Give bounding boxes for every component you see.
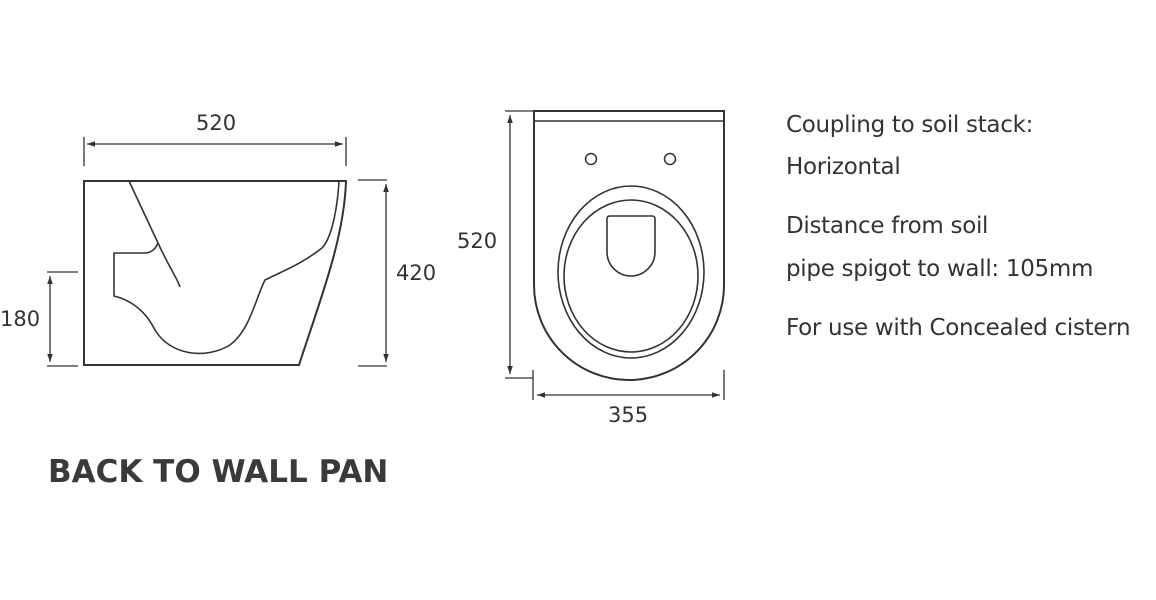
top-width-label: 355 <box>608 403 649 427</box>
product-title: BACK TO WALL PAN <box>48 454 389 490</box>
spec-distance: Distance from soil <box>786 213 989 239</box>
top-view <box>505 110 725 400</box>
side-view <box>47 137 389 367</box>
spec-coupling-value: Horizontal <box>786 154 901 180</box>
side-width-label: 520 <box>196 111 237 135</box>
spec-distance-value: pipe spigot to wall: 105mm <box>786 256 1094 282</box>
side-height-label: 420 <box>396 261 437 285</box>
spec-coupling: Coupling to soil stack: <box>786 112 1034 138</box>
outlet-height-label: 180 <box>0 307 41 331</box>
spec-cistern: For use with Concealed cistern <box>786 315 1131 341</box>
top-length-label: 520 <box>457 229 498 253</box>
